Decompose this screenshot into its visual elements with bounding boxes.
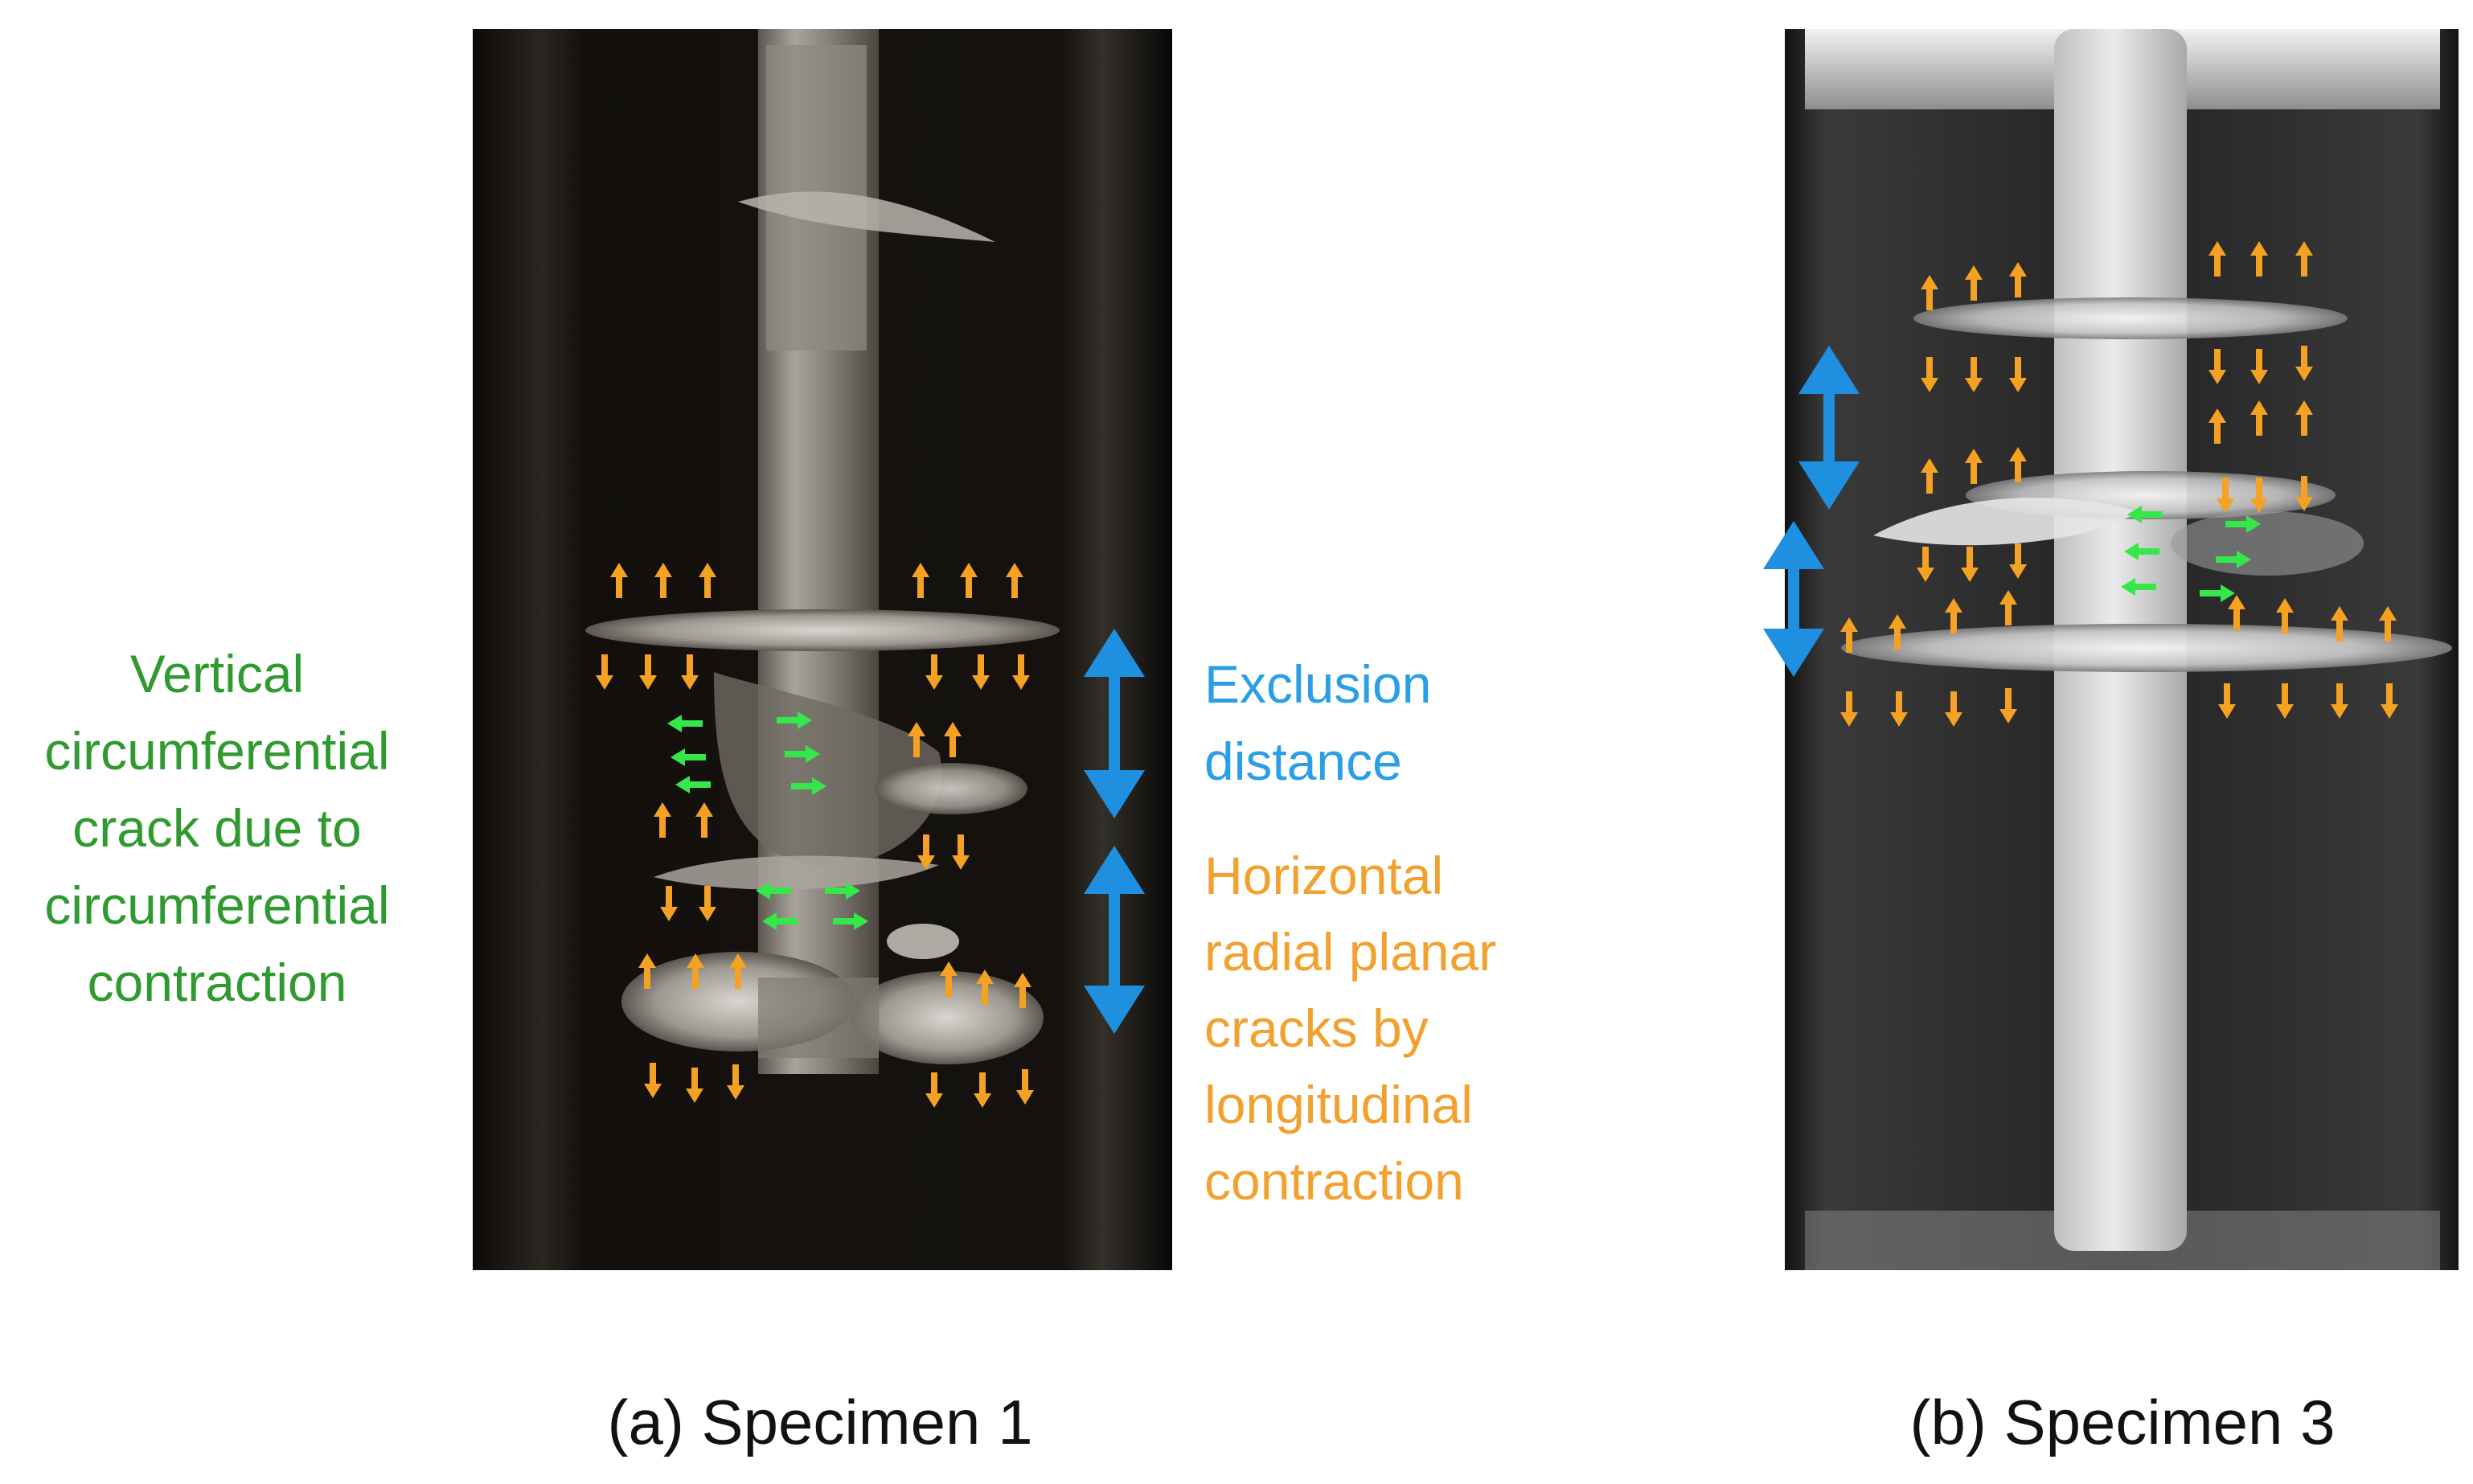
vertical-crack-label: Vertical circumferential crack due to ci… [8, 647, 426, 1033]
specimen-1-orange-arrows [596, 563, 1034, 1108]
horizontal-crack-line-2: radial planar [1204, 922, 1497, 982]
vertical-crack-line-3: crack due to [72, 798, 362, 858]
caption-b: (b) Specimen 3 [1909, 1387, 2336, 1457]
horizontal-crack-label: Horizontal radial planar cracks by longi… [1204, 849, 1496, 1231]
horizontal-crack-line-1: Horizontal [1204, 846, 1444, 905]
exclusion-arrow-b-upper [1798, 346, 1860, 510]
exclusion-line-1: Exclusion [1204, 654, 1432, 714]
specimen-3-green-arrows [2121, 506, 2261, 602]
exclusion-arrow-a-lower [1084, 846, 1145, 1034]
specimen-1-green-arrows [667, 711, 868, 930]
exclusion-arrow-a-upper [1084, 629, 1145, 818]
horizontal-crack-line-5: contraction [1204, 1151, 1464, 1211]
caption-a: (a) Specimen 1 [607, 1387, 1033, 1457]
vertical-crack-line-2: circumferential [44, 721, 390, 781]
horizontal-crack-line-3: cracks by [1204, 998, 1429, 1058]
exclusion-line-2: distance [1204, 732, 1402, 791]
horizontal-crack-line-4: longitudinal [1204, 1075, 1473, 1134]
vertical-crack-line-1: Vertical [129, 644, 305, 703]
specimen-3-orange-arrows [1840, 241, 2398, 727]
exclusion-double-arrows [1084, 346, 1860, 1034]
specimen-3-photo [1785, 29, 2459, 1270]
exclusion-arrow-b-lower [1763, 521, 1824, 677]
vertical-crack-line-4: circumferential [44, 875, 390, 935]
vertical-crack-line-5: contraction [87, 953, 347, 1012]
specimen-1-photo [473, 29, 1172, 1270]
exclusion-distance-label: Exclusion distance [1204, 658, 1431, 812]
